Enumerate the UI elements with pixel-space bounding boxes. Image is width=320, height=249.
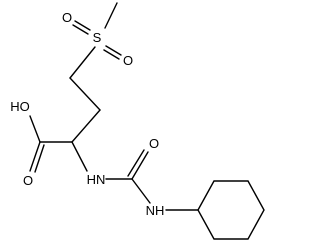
bond-sulfur-oxygen-bottom-a [105, 45, 122, 56]
urea-carbonyl-oxygen-label: O [149, 136, 159, 151]
bond-alpha-nh [71, 141, 88, 172]
cyclohexane-ring [197, 180, 265, 240]
bond-sulfur-ch2 [69, 46, 96, 79]
bond-urea-carbonyl-b [127, 149, 145, 177]
bond-urea-carbonyl-a [131, 151, 149, 180]
atom-labels: S O O HO O HN O NH [10, 10, 164, 218]
sulfonyl-oxygen-top-label: O [62, 10, 72, 25]
bond-sulfur-oxygen-top-a [74, 20, 91, 31]
acid-hydroxyl-label: HO [10, 99, 30, 114]
bond-ch2-ch2 [69, 77, 101, 111]
chemical-structure: S O O HO O HN O NH [10, 2, 265, 240]
sulfonyl-oxygen-bottom-label: O [123, 53, 133, 68]
alpha-amine-label: HN [87, 172, 106, 187]
bond-methyl-sulfur [104, 2, 118, 29]
bond-sulfur-oxygen-bottom-b [103, 49, 120, 60]
cyclohexyl-amine-label: NH [146, 203, 165, 218]
bond-carboxyl-oxygen-b [34, 144, 45, 173]
sulfur-label: S [93, 30, 102, 45]
bond-sulfur-oxygen-top-b [72, 24, 89, 35]
bond-urea-carbon-nh [131, 178, 151, 204]
bonds [29, 2, 199, 211]
bond-carboxyl-oxygen-a [29, 141, 41, 172]
bond-ch2-alpha-carbon [71, 109, 101, 143]
acid-carbonyl-oxygen-label: O [23, 173, 33, 188]
bond-carboxyl-hydroxyl [29, 115, 41, 143]
